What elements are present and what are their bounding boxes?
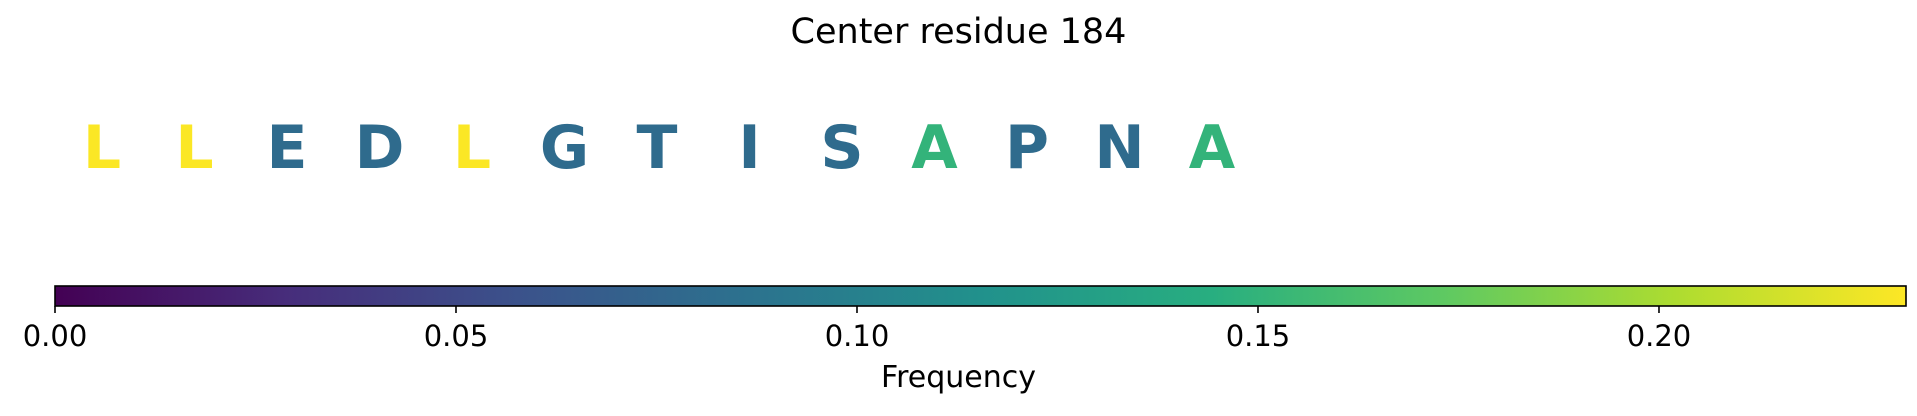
colorbar-tick-label: 0.15 (1226, 319, 1291, 353)
residue-letter: I (738, 113, 760, 183)
residue-letter: L (83, 113, 121, 183)
colorbar-tick-label: 0.20 (1627, 319, 1692, 353)
residue-letter: N (1094, 113, 1144, 183)
chart-title: Center residue 184 (790, 12, 1127, 52)
residue-letter: S (820, 113, 863, 183)
colorbar-tick-label: 0.05 (424, 319, 489, 353)
residue-letter: T (637, 113, 678, 183)
residue-letter: E (267, 113, 308, 183)
residue-letter: L (453, 113, 491, 183)
residue-letter: G (540, 113, 589, 183)
colorbar-label: Frequency (881, 360, 1036, 395)
residue-letter: L (175, 113, 213, 183)
colorbar-tick-label: 0.10 (825, 319, 890, 353)
colorbar: 0.00 0.05 0.10 0.15 0.20 (23, 285, 1907, 353)
residue-letter: A (911, 113, 958, 183)
residue-letter: P (1005, 113, 1049, 183)
residue-letter: D (355, 113, 405, 183)
residue-letter: A (1189, 113, 1236, 183)
colorbar-gradient (54, 285, 1907, 307)
colorbar-tick-label: 0.00 (23, 319, 88, 353)
